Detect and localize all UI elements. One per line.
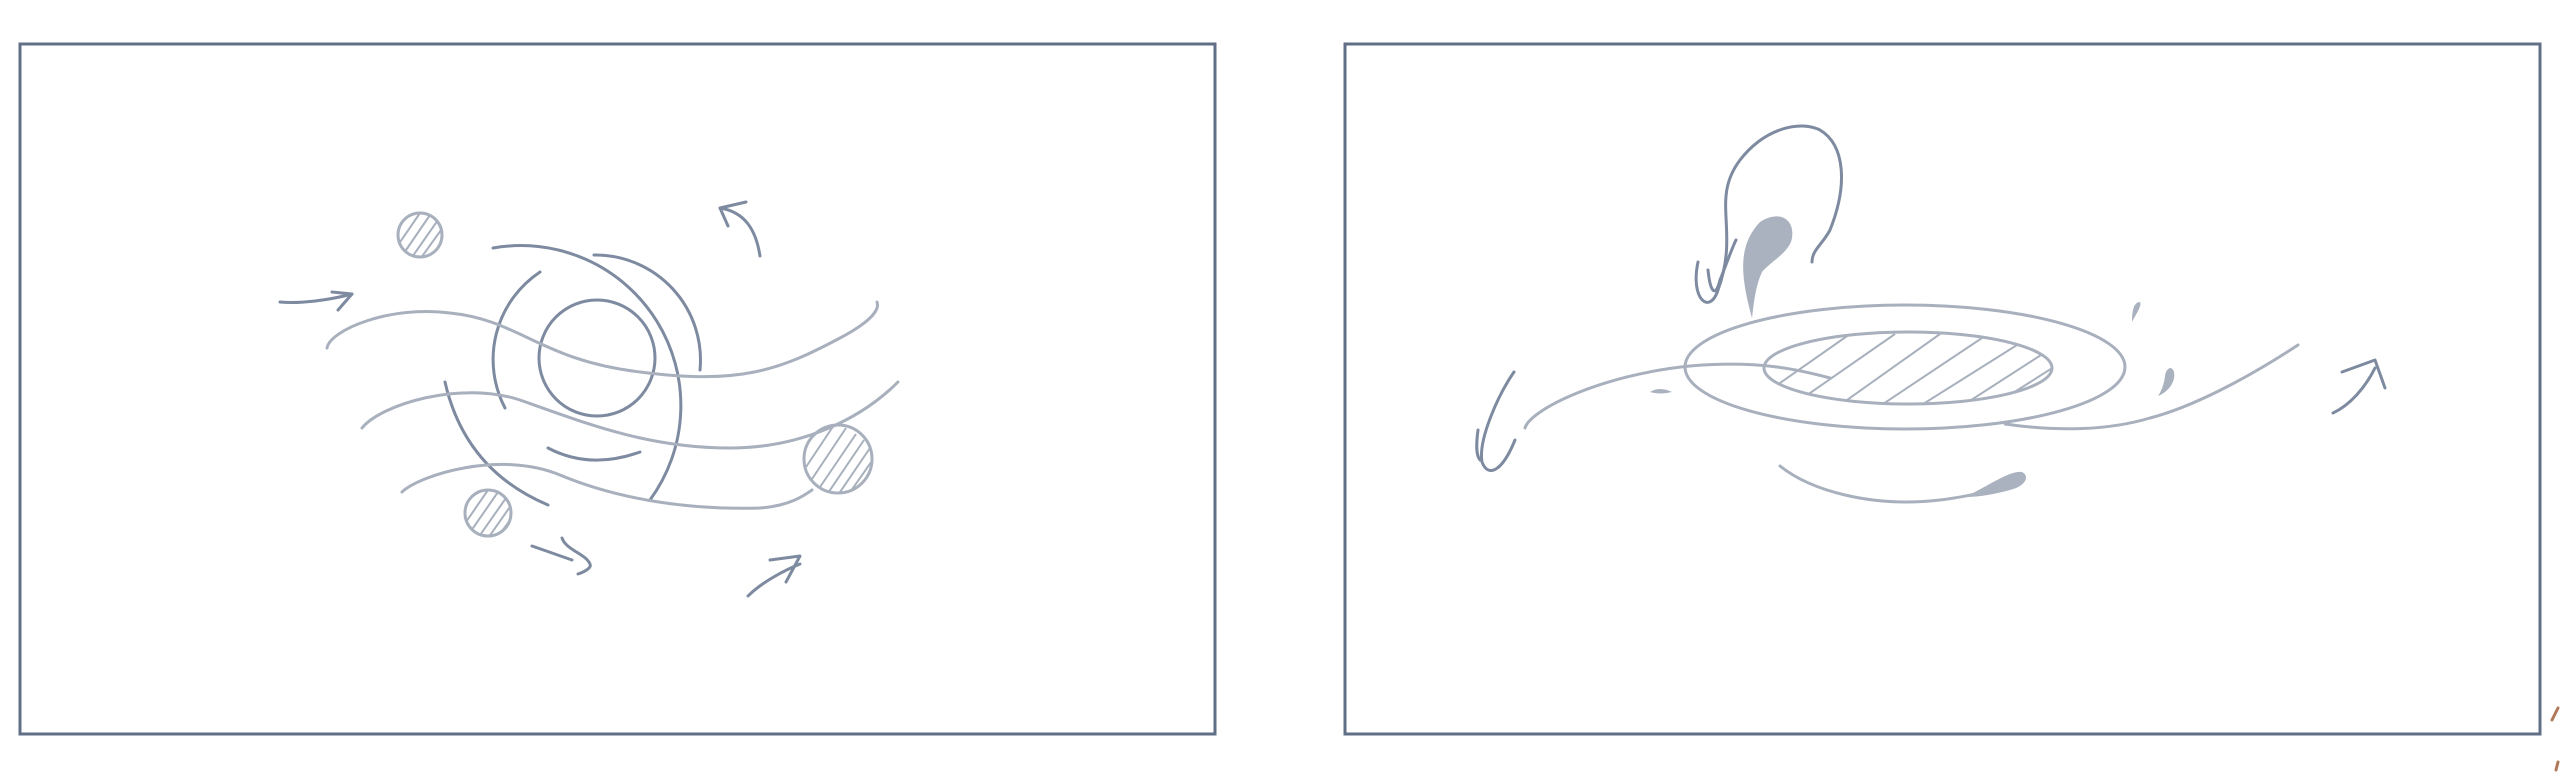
left-panel [18, 42, 1217, 736]
blob-tiny-left [1650, 389, 1672, 394]
arrow-bottom-squiggle [530, 536, 592, 576]
flow-line-bottom [400, 462, 814, 510]
hatched-sphere-small-top [396, 211, 444, 259]
middle-ring-arc-left [491, 270, 542, 410]
swirl-left-tail [1523, 362, 1832, 430]
right-sketch [1475, 124, 2387, 504]
flow-line-top [325, 300, 879, 379]
middle-ring-arc-bottom [546, 446, 642, 462]
hatched-sphere-large-right [802, 423, 874, 495]
blob-bottom [1965, 471, 2026, 497]
flow-line-middle [360, 380, 900, 450]
outer-ring-arc-lower-left [443, 380, 550, 507]
right-panel [1343, 42, 2560, 772]
arrow-left-incoming [278, 290, 354, 312]
arrow-right-outgoing [2331, 358, 2387, 415]
swirl-right-tail [2003, 343, 2300, 431]
droplet-small-right [2158, 368, 2175, 396]
arrow-bottom-right [746, 554, 802, 598]
left-hook [1479, 370, 1517, 473]
right-panel-frame [1343, 42, 2542, 736]
droplet-large [1743, 216, 1793, 318]
droplet-tiny-top-right [2132, 302, 2141, 322]
upper-loop-inner [1706, 238, 1738, 293]
outer-ring-arc [491, 244, 683, 502]
arrow-top-curved [718, 200, 762, 258]
middle-ring-arc [592, 253, 702, 372]
upper-loop [1694, 124, 1843, 304]
edge-accent-marks [2550, 706, 2560, 772]
inner-ring [537, 298, 657, 418]
left-panel-frame [18, 42, 1217, 736]
left-sketch [278, 200, 900, 598]
left-hook-inner [1475, 428, 1482, 462]
hatched-sphere-small-bottom [463, 488, 513, 538]
inner-hatched-disc [1762, 330, 2054, 406]
